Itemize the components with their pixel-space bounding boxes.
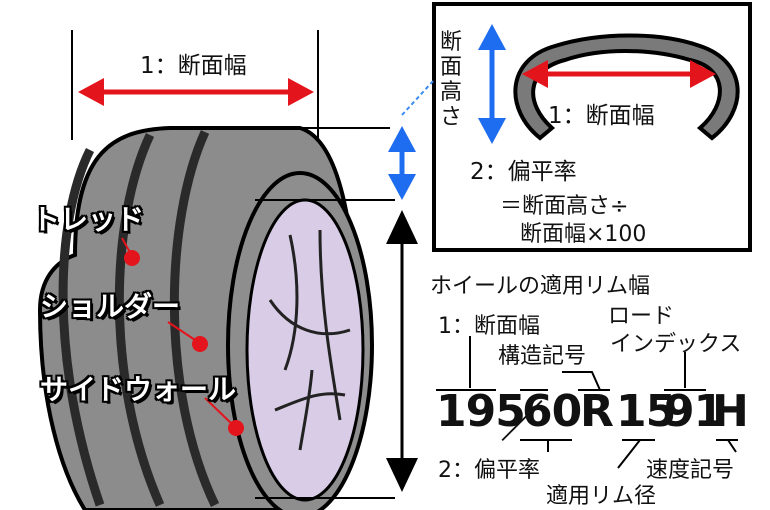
code-load-index-line1: ロード: [608, 304, 675, 329]
section-height-arrow-tire: [388, 126, 416, 200]
wheel-rim: [245, 198, 365, 502]
rim-width-label: ホイールの適用リム幅: [430, 274, 651, 299]
inset-leader: [401, 79, 435, 116]
code-aspect-ratio-label: 2：偏平率: [438, 458, 540, 483]
code-speed-symbol-label: 速度記号: [646, 458, 735, 483]
code-construction-label: 構造記号: [498, 344, 587, 369]
code-width: 195: [436, 386, 526, 437]
rim-width-arrow: [386, 210, 418, 492]
sidewall-label: サイドウォール: [40, 373, 237, 406]
code-leaders: [436, 336, 738, 469]
section-width-arrow: [78, 78, 314, 106]
code-aspect: 60: [522, 386, 582, 437]
tread-label: トレッド: [32, 203, 145, 236]
shoulder-label: ショルダー: [40, 290, 181, 323]
code-rim: 15: [616, 386, 676, 437]
label-leaders: [121, 237, 244, 436]
section-width-label: 1：断面幅: [140, 53, 247, 79]
code-rim-diameter-label: 適用リム径: [546, 484, 657, 509]
inset-formula-line2: 断面幅×100: [520, 222, 647, 247]
code-slash: ／: [500, 397, 544, 448]
inset-height-arrow: [478, 24, 506, 144]
inset-tire-crosssection: [513, 33, 740, 141]
inset-formula-line1: ＝断面高さ÷: [500, 194, 629, 219]
code-load-index-line2: インデックス: [610, 332, 742, 357]
inset-section-width-label: 1：断面幅: [548, 103, 655, 129]
tread-groove-2: [114, 133, 165, 507]
code-load-index: 91: [664, 386, 724, 437]
inset-width-arrow: [522, 60, 716, 88]
code-section-width-label: 1：断面幅: [438, 314, 540, 339]
inset-section-height-label: 断面高さ: [439, 30, 462, 130]
code-speed: H: [712, 386, 749, 437]
tread-groove-1: [58, 147, 105, 507]
tread-groove-3: [169, 130, 220, 507]
wheel-spokes: [268, 229, 351, 451]
tire-illustration: [37, 126, 395, 510]
inset-aspect-ratio-label: 2：偏平率: [470, 159, 577, 185]
code-construction: R: [580, 386, 614, 437]
